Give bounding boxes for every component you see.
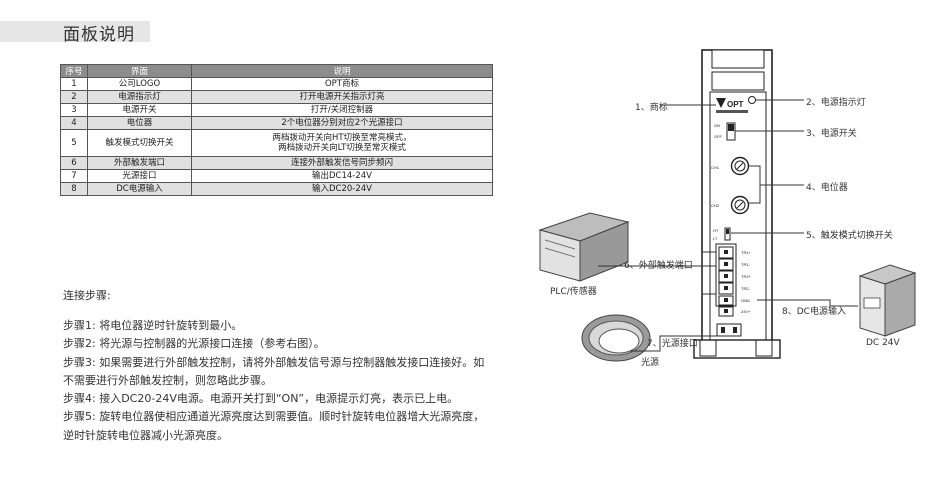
callout-power-led: 2、电源指示灯 [806, 98, 866, 108]
row-description: 输入DC20-24V [191, 182, 493, 196]
terminal-24v-text: 24V+ [741, 309, 751, 314]
power-supply-label: DC 24V [866, 338, 900, 348]
step-2: 步骤2: 将光源与控制器的光源接口连接（参考右图）。 [63, 337, 325, 351]
plc-device-icon [538, 212, 630, 282]
table-row: 6 外部触发端口 连接外部触发信号同步频闪 [60, 156, 493, 170]
brand-text: OPT [727, 100, 744, 109]
step-5: 步骤5: 旋转电位器使相应通道光源亮度达到需要值。顺时针旋转电位器增大光源亮度，… [63, 410, 485, 442]
callout-logo: 1、商标 [635, 103, 668, 113]
ch1-text: CH1 [711, 165, 720, 170]
trigger-mode-switch-icon: HT LT [713, 227, 731, 241]
callout-ext-trigger: 6、外部触发端口 [624, 261, 693, 271]
header-interface: 界面 [87, 64, 192, 78]
row-interface: 电位器 [87, 116, 192, 130]
potentiometer-2-icon: CH2 [711, 195, 750, 215]
table-row: 5 触发模式切换开关 两档拨动开关向HT切换至常亮模式， 两档拨动开关向LT切换… [60, 129, 493, 157]
row-no: 6 [60, 156, 88, 170]
row-description: 两档拨动开关向HT切换至常亮模式， 两档拨动开关向LT切换至常灭模式 [191, 129, 493, 157]
table-header-row: 序号 界面 说明 [60, 64, 493, 78]
row-interface: DC电源输入 [87, 182, 192, 196]
table-row: 8 DC电源输入 输入DC20-24V [60, 182, 493, 196]
terminal-tr1p-text: TR1+ [741, 250, 752, 255]
row-description-line-1: 两档拨动开关向HT切换至常亮模式， [272, 133, 412, 143]
row-description-line-2: 两档拨动开关向LT切换至常灭模式 [278, 143, 406, 153]
terminal-tr2p-text: TR2+ [741, 274, 752, 279]
power-led-icon [748, 96, 756, 104]
terminal-tr2n-text: TR2- [741, 286, 751, 291]
lt-text: LT [713, 236, 718, 241]
row-description: 连接外部触发信号同步频闪 [191, 156, 493, 170]
table-row: 1 公司LOGO OPT商标 [60, 77, 493, 91]
callout-trigger-mode: 5、触发模式切换开关 [806, 231, 893, 241]
steps-title: 连接步骤: [63, 289, 111, 302]
row-no: 8 [60, 182, 88, 196]
ch2-text: CH2 [711, 203, 720, 208]
opt-logo-icon: OPT [716, 98, 748, 113]
ring-light-icon [581, 314, 651, 362]
light-port-connector-icon [716, 323, 742, 337]
callout-lines [598, 99, 858, 352]
page-title: 面板说明 [63, 25, 135, 45]
ht-text: HT [713, 228, 719, 233]
row-no: 4 [60, 116, 88, 130]
terminal-block-icon: TR1+ TR1- TR2+ TR2- GND 24V+ [715, 243, 752, 317]
plc-label: PLC/传感器 [550, 287, 597, 297]
table-row: 7 光源接口 输出DC14-24V [60, 169, 493, 183]
callout-power-switch: 3、电源开关 [806, 129, 857, 139]
switch-on-text: ON [714, 123, 720, 128]
steps-list: 步骤1: 将电位器逆时针旋转到最小。 步骤2: 将光源与控制器的光源接口连接（参… [63, 317, 493, 445]
row-no: 5 [60, 129, 88, 157]
step-1: 步骤1: 将电位器逆时针旋转到最小。 [63, 319, 243, 332]
table-row: 4 电位器 2个电位器分别对应2个光源接口 [60, 116, 493, 130]
terminal-gnd-text: GND [741, 298, 750, 303]
header-description: 说明 [191, 64, 493, 78]
terminal-tr1n-text: TR1- [741, 262, 751, 267]
row-interface: 触发模式切换开关 [87, 129, 192, 157]
panel-spec-table: 序号 界面 说明 1 公司LOGO OPT商标 2 电源指示灯 打开电源开关指示… [60, 64, 493, 196]
table-row: 3 电源开关 打开/关闭控制器 [60, 103, 493, 117]
row-interface: 电源指示灯 [87, 90, 192, 104]
row-description: 2个电位器分别对应2个光源接口 [191, 116, 493, 130]
callout-potentiometer: 4、电位器 [806, 183, 848, 193]
potentiometer-1-icon: CH1 [711, 156, 750, 176]
callout-light-port: 7、光源接口 [647, 339, 698, 349]
title-background [0, 21, 150, 42]
step-4: 步骤4: 接入DC20-24V电源。电源开关打到“ON”，电源提示灯亮，表示已上… [63, 392, 459, 406]
row-interface: 外部触发端口 [87, 156, 192, 170]
dc-power-supply-icon [858, 264, 917, 337]
callout-dc-input: 8、DC电源输入 [782, 307, 846, 317]
switch-off-text: OFF [714, 134, 723, 139]
light-label: 光源 [641, 358, 660, 368]
step-3: 步骤3: 如果需要进行外部触发控制，请将外部触发信号源与控制器触发接口连接好。如… [63, 355, 485, 387]
